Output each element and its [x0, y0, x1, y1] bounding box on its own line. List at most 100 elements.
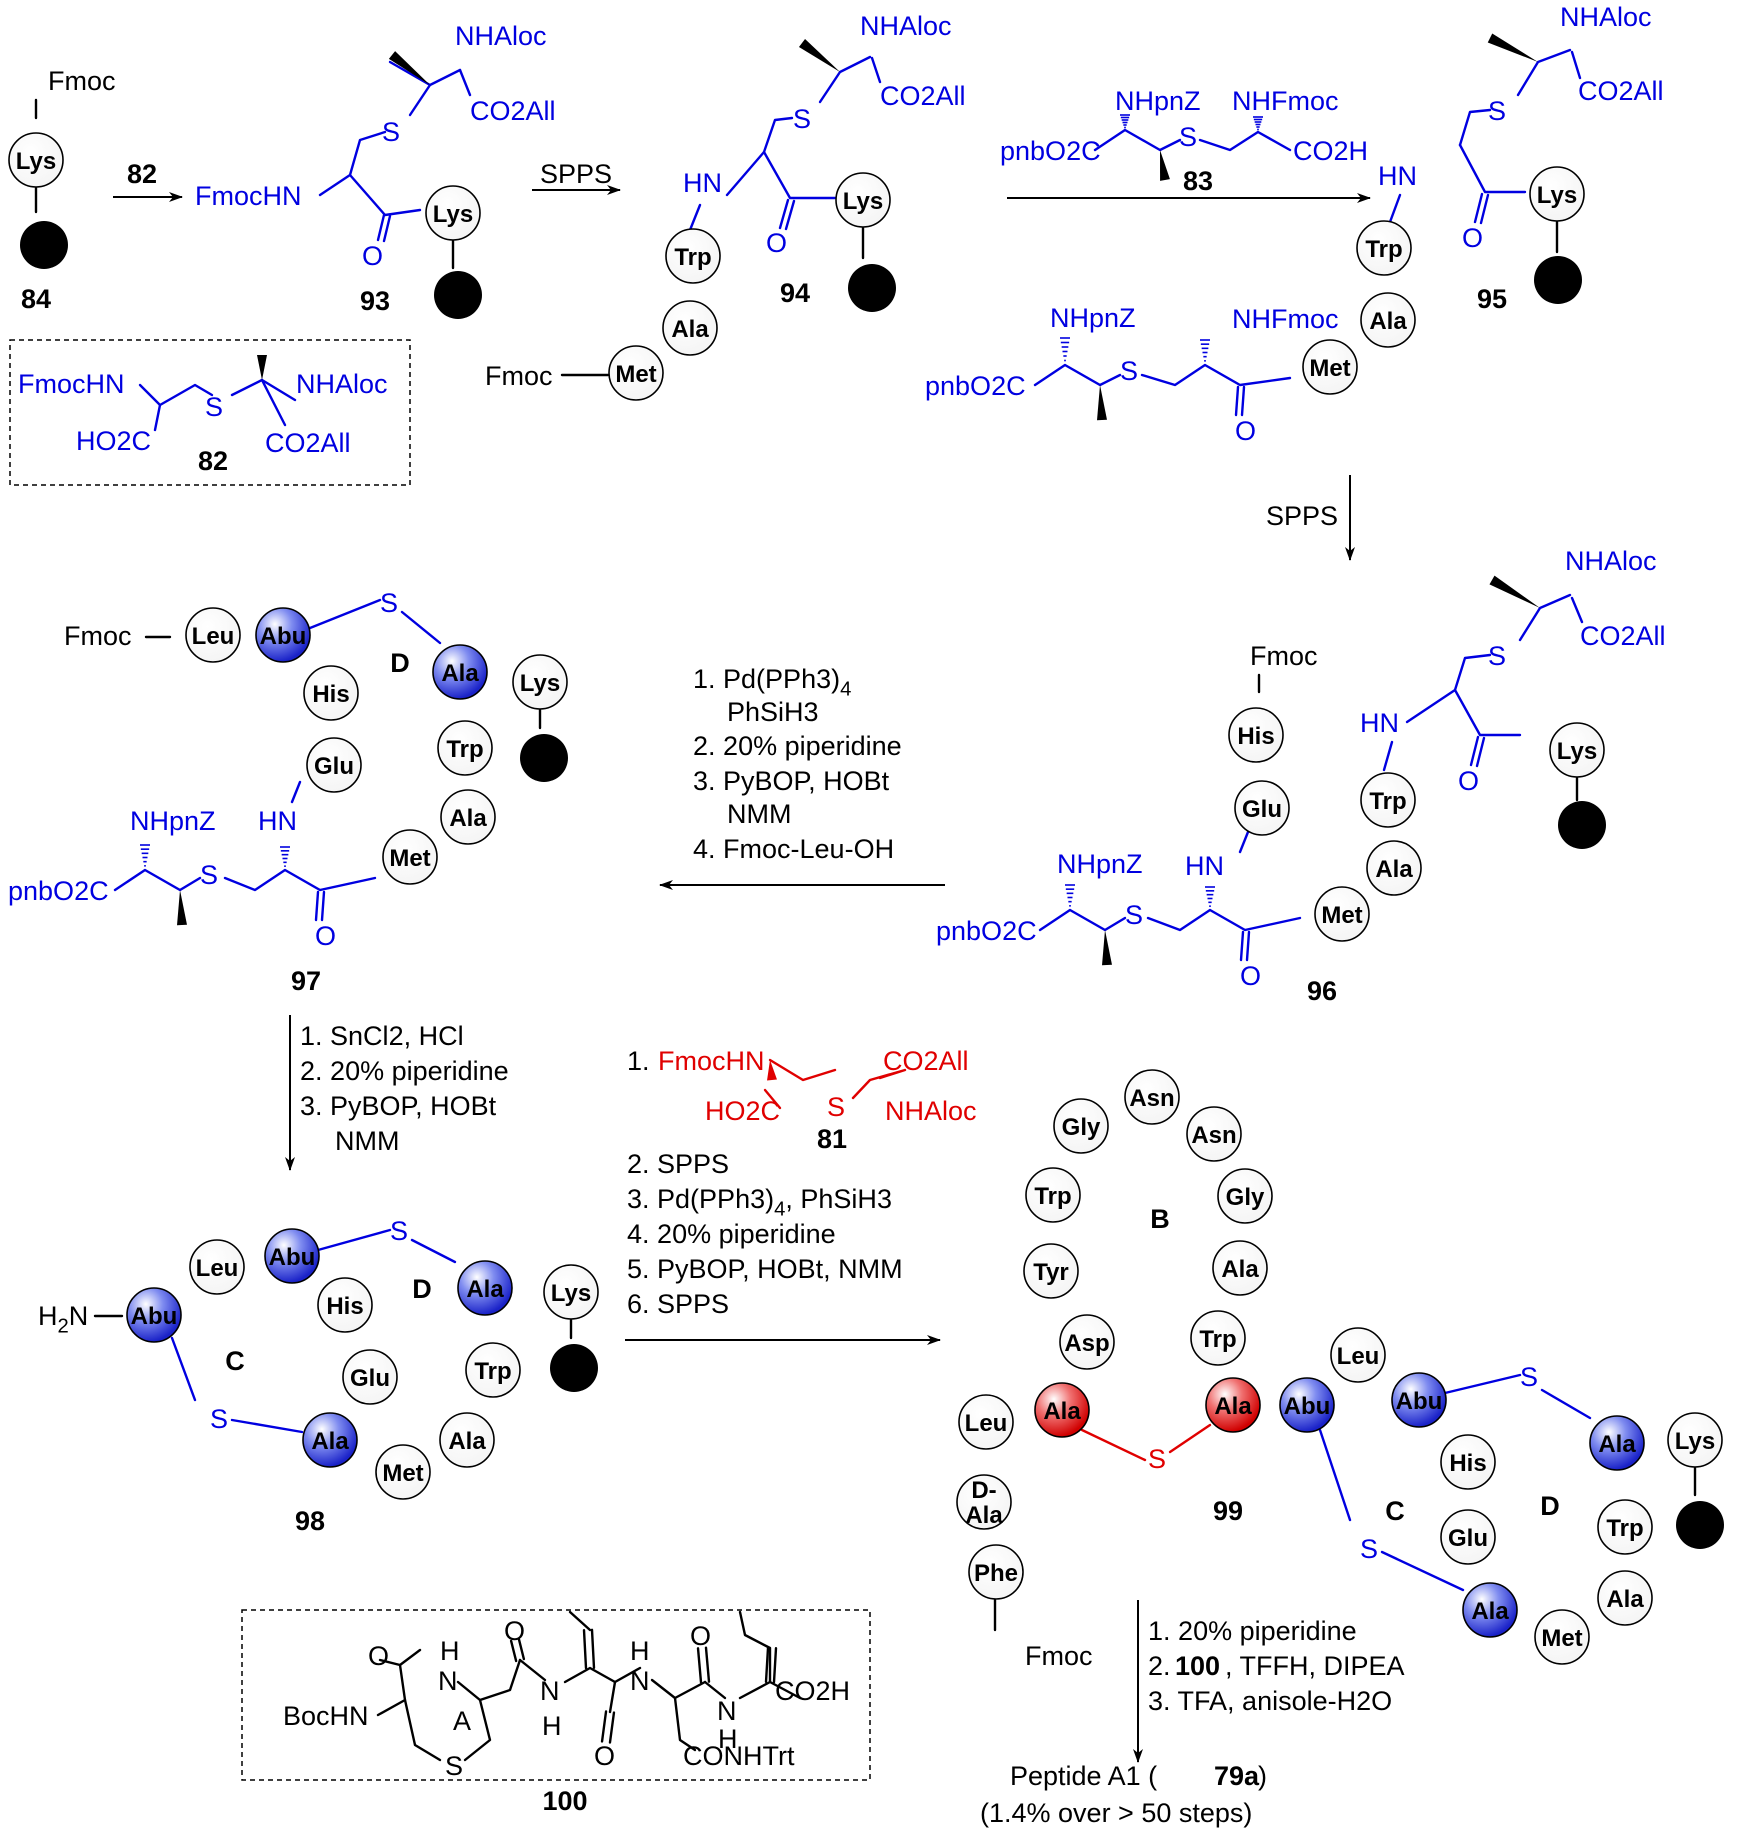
cond-79-line-2: 3. TFA, anisole-H2O: [1148, 1686, 1392, 1716]
residue-label-glu: Glu: [1242, 796, 1282, 823]
conhtrt-100: CONHTrt: [683, 1741, 795, 1771]
wedge-bond: [257, 355, 267, 380]
co2all-94: CO2All: [880, 81, 966, 111]
residue-label-trp: Trp: [1606, 1515, 1643, 1542]
residue-label-met: Met: [1309, 355, 1350, 382]
co2all-81: CO2All: [883, 1046, 969, 1076]
s-99: S: [1520, 1362, 1538, 1392]
residue-leu: [185, 607, 241, 663]
bond: [768, 1058, 837, 1082]
wedge-bond: [1489, 575, 1540, 608]
bond: [870, 56, 882, 84]
residue-label-ala: Ala: [1214, 1393, 1252, 1420]
residue-ala: [302, 1412, 358, 1468]
residue-tyr: [1023, 1243, 1079, 1299]
residue-label-asn: Asn: [1129, 1085, 1174, 1112]
bond: [456, 1658, 522, 1702]
o-94: O: [766, 228, 787, 258]
bond: [772, 1647, 778, 1684]
residue-label-trp: Trp: [1369, 788, 1406, 815]
residue-label-abu: Abu: [131, 1303, 178, 1330]
bond: [388, 60, 432, 87]
residue-label-met: Met: [382, 1460, 423, 1487]
residue-label-trp: Trp: [674, 244, 711, 271]
cond-98-line-3: NMM: [335, 1126, 399, 1156]
nhpnz-95: NHpnZ: [1050, 303, 1136, 333]
fmochn-93: FmocHN: [195, 181, 302, 211]
fmoc-94: Fmoc: [485, 361, 553, 391]
bond: [230, 1418, 304, 1434]
resin-bead-96: [1558, 801, 1606, 849]
bond: [590, 1628, 596, 1669]
residue-label-leu: Leu: [1337, 1343, 1380, 1370]
product-code: 79a: [1214, 1761, 1260, 1791]
bond: [778, 198, 790, 230]
n-100a: N: [438, 1666, 458, 1696]
residue-met: [375, 1444, 431, 1500]
fmochn-81: FmocHN: [658, 1046, 765, 1076]
cond-79-line-0: 1. 20% piperidine: [1148, 1616, 1357, 1646]
bond: [1469, 735, 1480, 767]
residue-label-tyr: Tyr: [1033, 1259, 1069, 1286]
residue-glu: [306, 737, 362, 793]
bond: [348, 173, 422, 217]
bond: [563, 1666, 617, 1684]
cond-99-line-4: 5. PyBOP, HOBt, NMM: [627, 1254, 903, 1284]
nhaloc-96: NHAloc: [1565, 546, 1657, 576]
bond: [153, 403, 162, 432]
bond: [1318, 1428, 1352, 1522]
o-95: O: [1462, 223, 1483, 253]
fmoc-97: Fmoc: [64, 621, 132, 651]
cond-79-reagent-100: 100: [1175, 1651, 1220, 1681]
wedge-bond: [388, 51, 430, 85]
o-100d: O: [690, 1621, 711, 1651]
residue-lys: [1667, 1412, 1723, 1468]
bond: [1080, 1428, 1147, 1462]
bond: [738, 1610, 772, 1700]
residue-ala: [662, 300, 718, 356]
residue-label-his: His: [1449, 1450, 1486, 1477]
wedge-bond: [767, 1060, 777, 1081]
cond-79-line-1: 2.: [1148, 1651, 1171, 1681]
bond: [1458, 143, 1527, 194]
residue-trp: [465, 1342, 521, 1398]
residue-ala: [440, 789, 496, 845]
bond: [1146, 908, 1302, 932]
compound-81: 81: [817, 1124, 847, 1154]
resin-bead-97: [520, 734, 568, 782]
n-100b: N: [540, 1676, 560, 1706]
bond: [376, 1648, 422, 1717]
residue-trp: [1597, 1499, 1653, 1555]
compound-97: 97: [291, 966, 321, 996]
residue-ala: [1462, 1582, 1518, 1638]
bond: [1479, 193, 1490, 225]
s-97b: S: [200, 860, 218, 890]
residue-label-glu: Glu: [350, 1365, 390, 1392]
nhaloc-81: NHAloc: [885, 1096, 977, 1126]
cond-99-line-1: 2. SPPS: [627, 1149, 729, 1179]
bond: [458, 68, 472, 97]
bond: [1140, 363, 1292, 387]
residue-glu: [1440, 1509, 1496, 1565]
residue-gly: [1217, 1168, 1273, 1224]
wedge-bond: [798, 39, 840, 72]
bond: [290, 780, 302, 804]
s-96: S: [1488, 641, 1506, 671]
residue-leu: [1330, 1327, 1386, 1383]
bond: [784, 199, 796, 231]
compound-94: 94: [780, 278, 810, 308]
bond: [308, 598, 382, 630]
residue-label-glu: Glu: [1448, 1525, 1488, 1552]
residue-ala: [1597, 1570, 1653, 1626]
residue-d-ala: [956, 1474, 1012, 1530]
bond: [1168, 1423, 1212, 1454]
nhaloc-94: NHAloc: [860, 11, 952, 41]
bond: [318, 130, 387, 197]
fmoc-84: Fmoc: [48, 66, 116, 96]
bond: [1093, 128, 1182, 152]
residue-label-asp: Asp: [1064, 1330, 1109, 1357]
pnbo2c-95: pnbO2C: [925, 371, 1026, 401]
bond: [1570, 50, 1582, 80]
residue-abu: [255, 607, 311, 663]
residue-label-met: Met: [1321, 902, 1362, 929]
